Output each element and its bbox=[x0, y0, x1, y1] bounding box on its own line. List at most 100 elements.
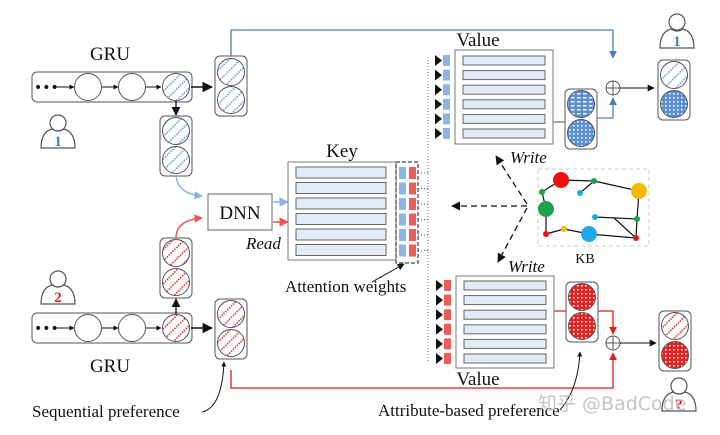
attention-weights-label: Attention weights bbox=[285, 277, 406, 296]
user-2-output-icon: ? bbox=[661, 377, 697, 413]
key-slot bbox=[295, 228, 387, 241]
user-1-input-number: 1 bbox=[54, 134, 62, 150]
write-arrows bbox=[451, 155, 528, 263]
user-2-final-representation bbox=[658, 310, 692, 372]
kb-node bbox=[561, 226, 567, 232]
value-top-arrow bbox=[435, 69, 442, 81]
attention-links bbox=[418, 172, 428, 251]
read-label: Read bbox=[245, 234, 281, 253]
value-bottom-weight bbox=[444, 323, 451, 335]
value-top-arrow bbox=[435, 84, 442, 96]
key-slot bbox=[295, 197, 387, 210]
value-bottom-weight bbox=[444, 338, 451, 350]
value-top-weight bbox=[443, 55, 450, 66]
attribute-preference-pointer bbox=[559, 351, 583, 411]
user-1-attribute-link bbox=[597, 97, 617, 119]
attention-weight-user-1 bbox=[399, 182, 406, 195]
user-2-attribute-preference bbox=[565, 281, 599, 343]
user-1-sequential-preference bbox=[214, 55, 248, 117]
attention-weight-user-2 bbox=[409, 198, 416, 210]
value-bottom-arrow bbox=[436, 338, 443, 350]
value-bottom-arrow bbox=[436, 294, 443, 306]
value-memory-top bbox=[454, 49, 554, 145]
gru-bottom-group: ••• GRU bbox=[31, 298, 214, 377]
kb-node bbox=[591, 178, 597, 184]
value-top-weight bbox=[443, 84, 450, 96]
user-2-query-vector bbox=[159, 237, 193, 299]
user-1-output-number: 1 bbox=[673, 34, 681, 50]
key-slot bbox=[295, 244, 387, 256]
gru-top-ellipsis: ••• bbox=[34, 80, 59, 96]
user-2-output-number: ? bbox=[675, 397, 683, 413]
value-bottom-slot bbox=[463, 324, 547, 335]
value-bottom-slot bbox=[463, 309, 547, 320]
value-bottom-arrow bbox=[436, 309, 443, 321]
attention-weights-block bbox=[395, 161, 419, 264]
value-bottom-weight bbox=[444, 294, 451, 306]
user-1-query-vector bbox=[159, 115, 193, 177]
kb-node bbox=[633, 235, 639, 241]
attention-weight-user-1 bbox=[399, 229, 406, 241]
kb-node bbox=[553, 172, 569, 188]
value-bottom-arrow bbox=[436, 280, 443, 291]
kb-node bbox=[577, 190, 583, 196]
dnn-box bbox=[207, 193, 273, 231]
knowledge-base-graph bbox=[537, 168, 650, 247]
value-top-slot bbox=[462, 70, 546, 81]
value-top-slot bbox=[462, 84, 546, 95]
value-top-weight bbox=[443, 69, 450, 81]
key-slot bbox=[295, 213, 387, 225]
key-label: Key bbox=[326, 141, 358, 162]
user-2-combine-operator bbox=[605, 335, 621, 351]
attention-weight-user-1 bbox=[399, 244, 406, 257]
dnn-input-blue bbox=[175, 175, 203, 200]
user-1-output-icon: 1 bbox=[659, 13, 695, 50]
value-top-slot bbox=[462, 113, 546, 124]
attention-weight-user-2 bbox=[409, 229, 416, 241]
dnn-input-red bbox=[175, 214, 203, 239]
kb-node bbox=[538, 201, 554, 217]
value-top-slot bbox=[462, 128, 546, 139]
attention-weight-user-2 bbox=[409, 182, 416, 195]
value-top-arrow bbox=[435, 128, 442, 139]
key-slot bbox=[295, 166, 387, 179]
kb-node bbox=[592, 214, 598, 220]
attention-weight-user-1 bbox=[399, 198, 406, 210]
sequential-preference-label: Sequential preference bbox=[32, 402, 180, 421]
gru-top-group: GRU ••• bbox=[31, 44, 214, 116]
gru-bottom-cell-1 bbox=[74, 314, 102, 342]
value-top-weight bbox=[443, 128, 450, 139]
user-2-input-icon: 2 bbox=[40, 270, 76, 306]
gru-top-cell-final bbox=[162, 73, 190, 101]
kb-node bbox=[543, 231, 549, 237]
write-top-label: Write bbox=[510, 148, 547, 167]
value-bottom-slot bbox=[463, 353, 547, 364]
value-bottom-weight bbox=[444, 280, 451, 291]
gru-bottom-cell-final bbox=[162, 314, 190, 342]
gru-top-cell-2 bbox=[118, 73, 146, 101]
value-top-inputs bbox=[435, 55, 450, 139]
user-1-final-representation bbox=[657, 59, 691, 121]
attention-weight-user-2 bbox=[409, 213, 416, 226]
value-bottom-slot bbox=[463, 338, 547, 349]
gru-top-label: GRU bbox=[90, 44, 130, 65]
user-1-combine-operator bbox=[605, 80, 621, 96]
value-top-weight bbox=[443, 113, 450, 125]
value-bottom-weight bbox=[444, 309, 451, 321]
value-top-label: Value bbox=[456, 30, 499, 51]
attribute-preference-label: Attribute-based preference bbox=[378, 401, 560, 420]
value-top-arrow bbox=[435, 55, 442, 66]
gru-top-cell-1 bbox=[74, 73, 102, 101]
attention-weight-user-2 bbox=[409, 244, 416, 257]
user-2-sequential-preference bbox=[214, 298, 248, 360]
attention-weights-pointer bbox=[371, 263, 405, 283]
value-bottom-weight bbox=[444, 353, 451, 364]
attention-weight-user-2 bbox=[409, 167, 416, 179]
gru-bottom-ellipsis: ••• bbox=[34, 321, 59, 337]
kb-label: KB bbox=[575, 252, 594, 267]
key-slot bbox=[295, 182, 387, 194]
kb-node bbox=[581, 226, 597, 242]
user-2-attribute-link bbox=[598, 310, 617, 335]
value-bottom-label: Value bbox=[456, 369, 499, 390]
value-bottom-slot bbox=[463, 295, 547, 306]
